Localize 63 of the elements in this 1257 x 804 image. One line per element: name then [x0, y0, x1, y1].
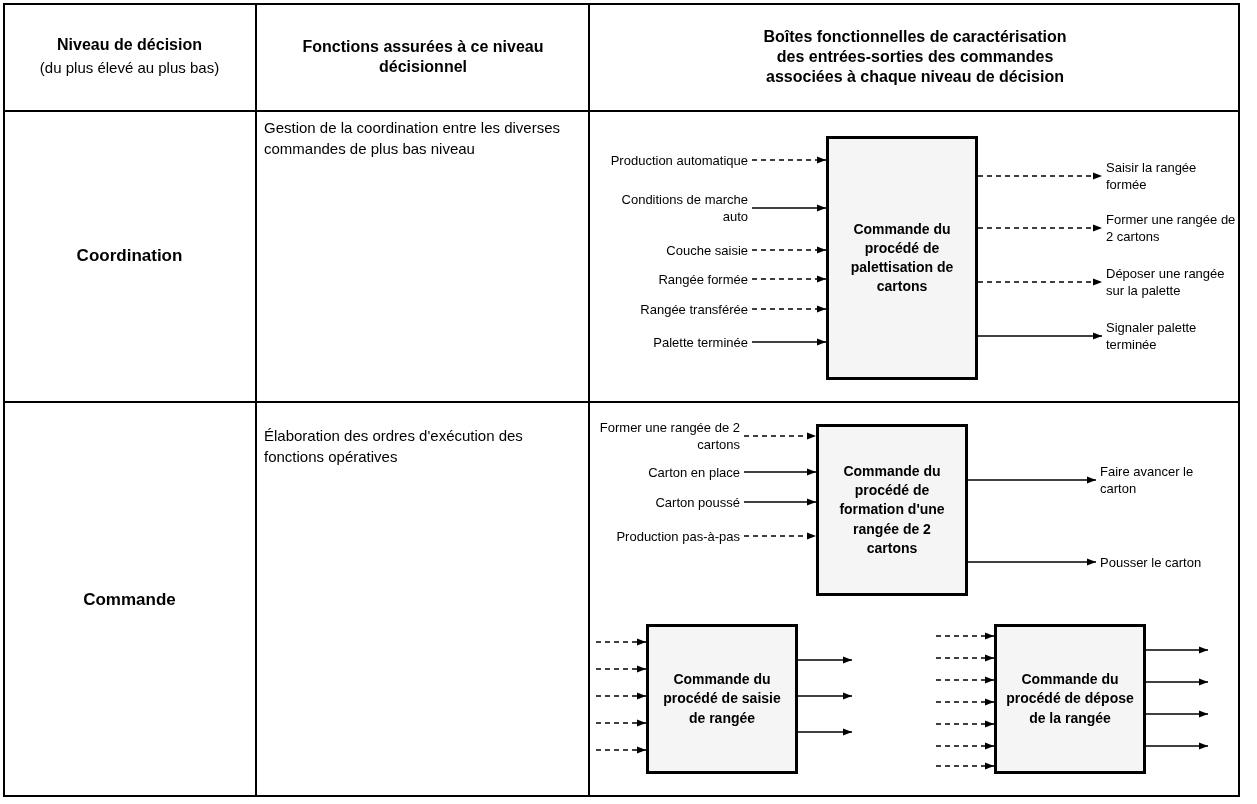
arrow	[935, 676, 995, 684]
row-header: Commande	[83, 588, 176, 611]
input-label: Rangée transférée	[600, 300, 748, 318]
process-box: Commande du procédé de palettisation de cartons	[826, 136, 978, 380]
row-header: Coordination	[76, 245, 183, 268]
output-label: Déposer une rangée sur la palette	[1106, 265, 1238, 299]
column-subheader: (du plus élevé au plus bas)	[39, 58, 220, 79]
arrow	[797, 692, 853, 700]
arrow	[1145, 742, 1209, 750]
arrow	[595, 638, 647, 646]
output-label: Faire avancer le carton	[1100, 463, 1230, 497]
input-label: Palette terminée	[600, 333, 748, 351]
output-label: Former une rangée de 2 cartons	[1106, 211, 1238, 245]
process-box: Commande du procédé de dépose de la rangée	[994, 624, 1146, 774]
arrow	[977, 224, 1103, 232]
input-label: Production pas-à-pas	[594, 527, 740, 545]
arrow	[935, 654, 995, 662]
cell-text: Gestion de la coordination entre les diverses commandes de plus bas niveau	[264, 118, 561, 159]
arrow	[797, 656, 853, 664]
arrow	[977, 172, 1103, 180]
arrow	[935, 632, 995, 640]
arrow	[1145, 710, 1209, 718]
arrow	[743, 468, 817, 476]
column-header: Boîtes fonctionnelles de caractérisation des entrées-sorties des commandes associées à chaque niveau de décision	[762, 26, 1068, 87]
arrow	[935, 698, 995, 706]
arrow	[751, 156, 827, 164]
arrow	[751, 305, 827, 313]
arrow	[751, 338, 827, 346]
process-box: Commande du procédé de saisie de rangée	[646, 624, 798, 774]
input-label: Former une rangée de 2 cartons	[594, 419, 740, 453]
cell-text: Élaboration des ordres d'exécution des fonctions opératives	[264, 426, 524, 467]
arrow	[967, 476, 1097, 484]
arrow	[797, 728, 853, 736]
arrow	[743, 432, 817, 440]
output-label: Saisir la rangée formée	[1106, 159, 1238, 193]
input-label: Carton en place	[594, 463, 740, 481]
arrow	[935, 762, 995, 770]
arrow	[935, 720, 995, 728]
arrow	[595, 719, 647, 727]
output-label: Signaler palette terminée	[1106, 319, 1238, 353]
arrow	[1145, 646, 1209, 654]
input-label: Conditions de marche auto	[600, 191, 748, 225]
arrow	[595, 692, 647, 700]
process-box: Commande du procédé de formation d'une rangée de 2 cartons	[816, 424, 968, 596]
arrow	[751, 204, 827, 212]
arrow	[967, 558, 1097, 566]
arrow	[751, 246, 827, 254]
arrow	[751, 275, 827, 283]
output-label: Pousser le carton	[1100, 553, 1230, 571]
column-header: Fonctions assurées à ce niveau décisionnel	[301, 36, 545, 77]
arrow	[743, 498, 817, 506]
input-label: Carton poussé	[594, 493, 740, 511]
arrow	[743, 532, 817, 540]
input-label: Rangée formée	[600, 270, 748, 288]
input-label: Production automatique	[600, 151, 748, 169]
arrow	[935, 742, 995, 750]
arrow	[595, 746, 647, 754]
arrow	[1145, 678, 1209, 686]
arrow	[595, 665, 647, 673]
arrow	[977, 278, 1103, 286]
column-header: Niveau de décision	[57, 35, 202, 56]
input-label: Couche saisie	[600, 241, 748, 259]
arrow	[977, 332, 1103, 340]
